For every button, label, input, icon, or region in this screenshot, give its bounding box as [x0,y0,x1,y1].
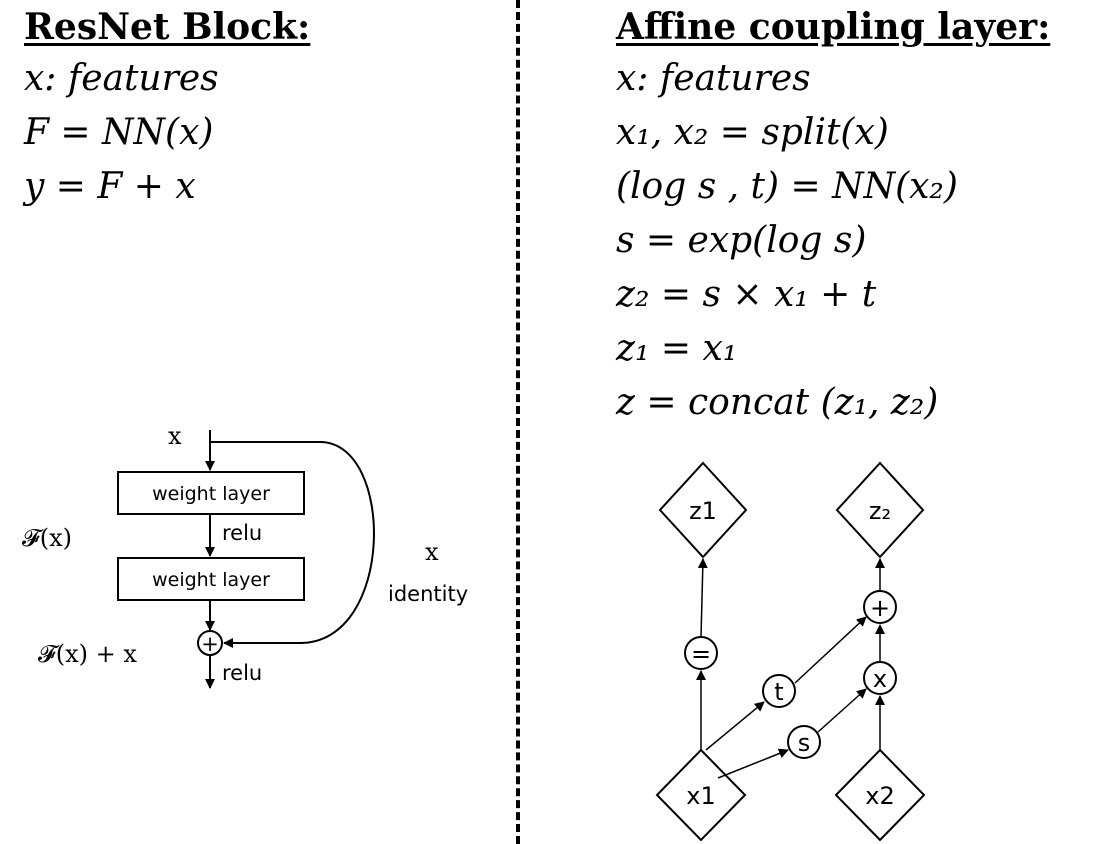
edge-t-add [794,616,867,684]
coupling-eq-1: x: features [616,58,811,99]
identity-x-label: x [425,538,439,566]
z1-node [658,461,748,559]
relu-label-1: relu [222,521,262,545]
resnet-eq-3: y = F + x [24,166,196,207]
edge-x1-s [717,748,789,779]
weight-layer-1-label: weight layer [152,483,270,505]
z1-label: z1 [689,497,717,525]
identity-shortcut [210,441,375,648]
coupling-eq-3: (log s , t) = NN(x₂) [616,166,958,207]
coupling-eq-4: s = exp(log s) [616,220,867,261]
edge-s-multiply [817,688,867,733]
panel-divider [516,0,520,844]
resnet-title: ResNet Block: [24,6,311,48]
sum-node-plus: + [201,632,219,656]
add-label: + [870,594,890,622]
resnet-eq-2: F = NN(x) [24,112,214,153]
coupling-eq-6: z₁ = x₁ [616,328,738,369]
x1-label: x1 [686,782,715,810]
t-label: t [774,678,783,706]
t-node [762,674,796,708]
coupling-title: Affine coupling layer: [616,6,1051,48]
x1-node [655,748,747,842]
edge-x1-t [705,701,765,751]
equal-label: = [691,640,711,668]
coupling-eq-5: z₂ = s × x₁ + t [616,274,877,315]
s-label: s [798,729,811,757]
x2-node [834,748,926,842]
z2-label: z₂ [869,497,891,525]
z2-node [835,461,925,559]
resnet-input-label: x [168,422,182,450]
coupling-eq-7: z = concat (z₁, z₂) [616,382,939,423]
s-node [787,725,821,759]
resnet-eq-1: x: features [24,58,219,99]
relu-label-2: relu [222,661,262,685]
identity-label: identity [388,582,468,606]
weight-layer-1 [117,471,305,515]
fx-label: 𝓕(x) [22,524,72,552]
coupling-diagram: z1 z₂ x1 x2 = t s x + [655,461,926,842]
fx-plus-x-label: 𝓕(x) + x [38,640,137,668]
coupling-eq-2: x₁, x₂ = split(x) [616,112,889,153]
resnet-diagram: x weight layer relu weight layer + relu … [22,422,468,689]
multiply-label: x [873,665,887,693]
weight-layer-2-label: weight layer [152,569,270,591]
x2-label: x2 [865,782,894,810]
edge-equal-z1 [697,558,708,638]
